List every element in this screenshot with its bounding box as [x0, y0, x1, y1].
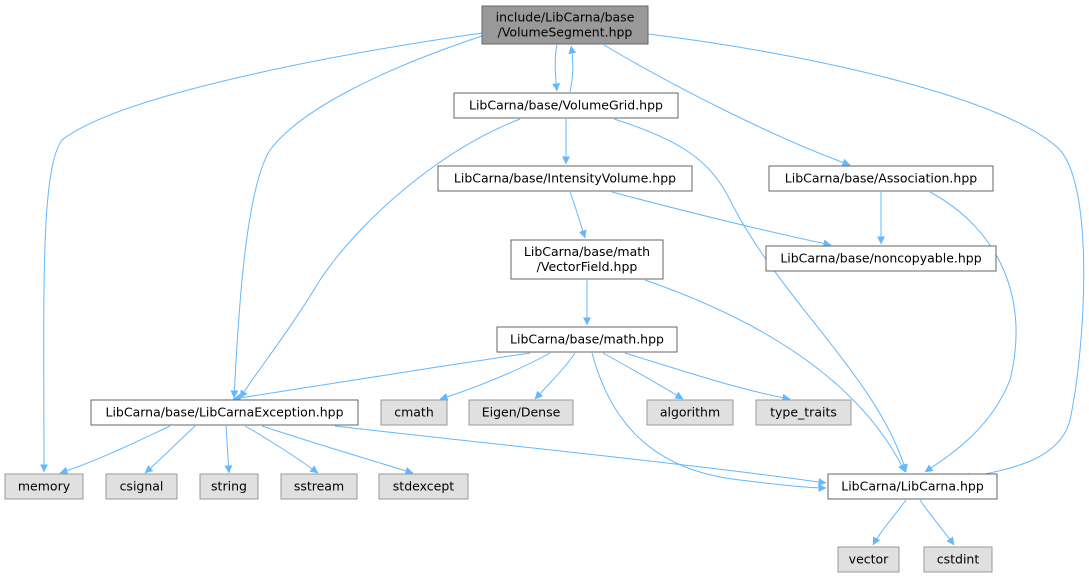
- node-cstdint: cstdint: [923, 546, 993, 573]
- node-box: [199, 473, 259, 500]
- node-box: [827, 473, 998, 500]
- node-label: type_traits: [770, 405, 837, 420]
- edge-volumegrid-to-volumesegment: [568, 45, 577, 93]
- node-label: LibCarna/base/math: [524, 244, 650, 259]
- edge-libcarnaexception-to-string: [224, 425, 233, 474]
- node-libcarna[interactable]: LibCarna/LibCarna.hpp: [827, 473, 998, 500]
- edge-libcarna-to-cstdint: [919, 499, 955, 546]
- node-libcarnaexception[interactable]: LibCarna/base/LibCarnaException.hpp: [90, 399, 359, 426]
- node-box: [496, 326, 678, 353]
- node-box: [4, 473, 84, 500]
- node-volumegrid[interactable]: LibCarna/base/VolumeGrid.hpp: [453, 92, 679, 119]
- node-box: [90, 399, 359, 426]
- node-box: [453, 92, 679, 119]
- node-label: LibCarna/base/IntensityVolume.hpp: [454, 171, 676, 186]
- edge-math-to-eigendense: [534, 352, 576, 400]
- edge-libcarna-to-vector: [872, 499, 907, 546]
- node-box: [765, 245, 997, 272]
- edge-volumesegment-to-volumegrid: [552, 44, 561, 92]
- edge-volumegrid-to-libcarna: [613, 118, 908, 473]
- node-label: include/LibCarna/base: [496, 10, 635, 25]
- node-algorithm: algorithm: [646, 399, 734, 426]
- node-label: memory: [18, 479, 71, 494]
- edge-volumegrid-to-libcarnaexception: [239, 118, 521, 399]
- node-box: [837, 546, 900, 573]
- node-label: /VectorField.hpp: [537, 259, 638, 274]
- node-box: [468, 399, 574, 426]
- edge-math-to-algorithm: [602, 352, 684, 400]
- node-box: [378, 473, 469, 500]
- node-box: [437, 165, 693, 192]
- edges: [39, 32, 1085, 546]
- node-association[interactable]: LibCarna/base/Association.hpp: [768, 165, 994, 192]
- node-label: LibCarna/base/math.hpp: [510, 332, 664, 347]
- node-vector: vector: [837, 546, 900, 573]
- edge-intensityvolume-to-vectorfield: [569, 191, 587, 239]
- node-typetraits: type_traits: [755, 399, 852, 426]
- edge-libcarnaexception-to-sstream: [244, 425, 319, 474]
- edge-volumesegment-to-memory: [39, 32, 483, 473]
- edge-volumesegment-to-association: [603, 44, 851, 167]
- node-box: [380, 399, 448, 426]
- edge-intensityvolume-to-noncopyable: [611, 191, 832, 248]
- edge-association-to-libcarna: [924, 191, 1017, 473]
- node-label: LibCarna/base/noncopyable.hpp: [780, 251, 981, 266]
- node-box: [646, 399, 734, 426]
- node-math[interactable]: LibCarna/base/math.hpp: [496, 326, 678, 353]
- node-label: cmath: [394, 405, 434, 420]
- node-vectorfield[interactable]: LibCarna/base/math/VectorField.hpp: [510, 239, 664, 280]
- node-label: algorithm: [660, 405, 720, 420]
- edge-math-to-cmath: [439, 352, 551, 401]
- edge-libcarnaexception-to-stdexcept: [261, 425, 414, 475]
- nodes: include/LibCarna/base/VolumeSegment.hppL…: [4, 5, 998, 573]
- node-sstream: sstream: [280, 473, 358, 500]
- edge-libcarnaexception-to-memory: [59, 425, 171, 475]
- edge-libcarnaexception-to-libcarna: [334, 425, 827, 486]
- node-box: [755, 399, 852, 426]
- edge-volumesegment-to-libcarnaexception: [230, 35, 483, 399]
- node-csignal: csignal: [105, 473, 178, 500]
- node-label: stdexcept: [393, 479, 454, 494]
- node-cmath: cmath: [380, 399, 448, 426]
- node-label: LibCarna/base/Association.hpp: [785, 171, 977, 186]
- node-intensityvolume[interactable]: LibCarna/base/IntensityVolume.hpp: [437, 165, 693, 192]
- node-stdexcept: stdexcept: [378, 473, 469, 500]
- edge-math-to-typetraits: [624, 352, 791, 402]
- edge-libcarnaexception-to-csignal: [144, 425, 196, 474]
- edge-vectorfield-to-libcarna: [644, 279, 906, 473]
- node-label: /VolumeSegment.hpp: [498, 25, 633, 40]
- node-box: [481, 5, 649, 45]
- node-label: csignal: [120, 479, 164, 494]
- node-label: LibCarna/base/VolumeGrid.hpp: [469, 98, 663, 113]
- node-box: [768, 165, 994, 192]
- node-label: cstdint: [937, 552, 980, 567]
- node-label: string: [211, 479, 247, 494]
- edge-math-to-libcarnaexception: [232, 352, 531, 402]
- edge-volumesegment-to-libcarna: [647, 33, 1085, 481]
- node-box: [923, 546, 993, 573]
- edge-math-to-libcarna: [591, 352, 827, 492]
- node-eigendense: Eigen/Dense: [468, 399, 574, 426]
- node-label: sstream: [294, 479, 344, 494]
- node-volumesegment[interactable]: include/LibCarna/base/VolumeSegment.hpp: [481, 5, 649, 45]
- node-box: [510, 239, 664, 280]
- node-box: [280, 473, 358, 500]
- node-memory: memory: [4, 473, 84, 500]
- node-box: [105, 473, 178, 500]
- node-string: string: [199, 473, 259, 500]
- node-label: LibCarna/base/LibCarnaException.hpp: [105, 405, 343, 420]
- node-label: Eigen/Dense: [482, 405, 561, 420]
- node-label: vector: [849, 552, 890, 567]
- node-noncopyable[interactable]: LibCarna/base/noncopyable.hpp: [765, 245, 997, 272]
- node-label: LibCarna/LibCarna.hpp: [841, 479, 984, 494]
